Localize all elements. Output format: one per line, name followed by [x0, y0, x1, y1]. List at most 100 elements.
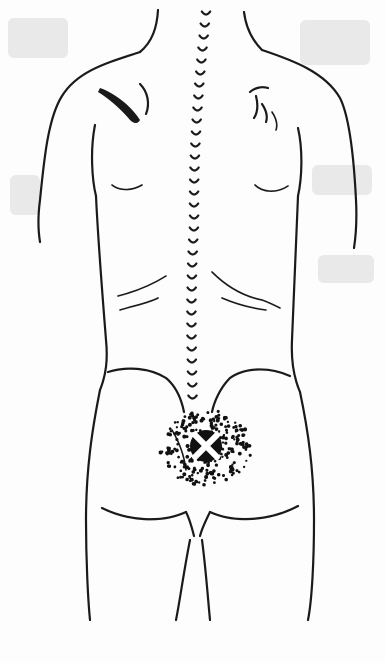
pain-dot — [173, 432, 176, 435]
scapula-details — [98, 84, 277, 130]
gluteal-lines — [102, 369, 298, 620]
pain-dot — [238, 452, 242, 456]
spine-marker — [195, 84, 203, 87]
pain-dot — [186, 435, 189, 438]
pain-dot — [245, 460, 247, 462]
pain-dot — [216, 419, 220, 423]
pain-dot — [239, 442, 243, 446]
pain-dot — [174, 421, 177, 424]
pain-dot — [177, 476, 180, 479]
pain-dot — [191, 470, 195, 474]
pain-dot — [214, 424, 217, 427]
spine-marker — [188, 372, 196, 375]
spine-marker — [189, 252, 197, 255]
pain-dot — [248, 444, 252, 448]
pain-dot — [224, 453, 228, 457]
spine-marker — [191, 156, 199, 159]
pain-dot — [231, 463, 233, 465]
pain-dot — [180, 425, 183, 428]
pain-dot — [196, 413, 199, 416]
spine-marker — [187, 300, 195, 303]
spine-marker — [188, 396, 196, 399]
pain-dot — [221, 456, 223, 458]
spine-marker — [190, 180, 198, 183]
spine-marker — [193, 108, 201, 111]
pain-dot — [227, 421, 229, 423]
pain-dot — [177, 456, 180, 459]
pain-dot — [220, 423, 223, 426]
pain-dot — [193, 482, 196, 485]
spine-marker — [200, 36, 208, 39]
pain-dot — [233, 461, 236, 464]
pain-dot — [224, 416, 228, 420]
spine-marker — [187, 324, 195, 327]
spine-marker — [202, 12, 210, 15]
pain-dot — [213, 420, 215, 422]
pain-dot — [201, 467, 204, 470]
pain-dot — [166, 446, 169, 449]
pain-dot — [189, 413, 191, 415]
spine-marker — [196, 72, 204, 75]
pain-dot — [235, 436, 238, 439]
pain-dot — [181, 476, 184, 479]
pain-dot — [243, 466, 245, 468]
pain-dot — [204, 479, 207, 482]
pain-dot — [225, 429, 228, 432]
pain-dot — [229, 470, 233, 474]
pain-dot — [211, 426, 215, 430]
spine-marker — [190, 204, 198, 207]
pain-dot — [182, 472, 186, 476]
pain-dot — [191, 474, 194, 477]
spine-marker — [187, 312, 195, 315]
pain-dot — [205, 472, 209, 476]
pain-dot — [179, 469, 182, 472]
pain-dot — [185, 455, 189, 459]
pain-dot — [217, 473, 220, 476]
pain-dot — [249, 454, 252, 457]
pain-dot — [235, 428, 239, 432]
pain-dot — [185, 465, 189, 469]
spine-marker — [201, 24, 209, 27]
pain-dot — [192, 429, 195, 432]
spine-marker — [189, 240, 197, 243]
pain-dot — [198, 481, 200, 483]
pain-dot — [184, 427, 187, 430]
pain-dot — [210, 473, 213, 476]
pain-dot — [226, 431, 229, 434]
pain-dot — [222, 441, 224, 443]
pain-dot — [167, 461, 170, 464]
pain-dot — [227, 424, 230, 427]
spine-marker — [188, 276, 196, 279]
pain-dot — [202, 483, 206, 487]
pain-dot — [238, 424, 242, 428]
pain-dot — [212, 469, 216, 473]
pain-dot — [159, 451, 163, 455]
pain-dot — [224, 425, 227, 428]
spine-marker — [194, 96, 202, 99]
pain-dot — [224, 437, 228, 441]
pain-dot — [231, 435, 234, 438]
pain-dot — [234, 425, 237, 428]
pain-dot — [182, 419, 186, 423]
pain-dot — [212, 476, 215, 479]
pain-dot — [195, 429, 197, 431]
pain-dot — [234, 422, 236, 424]
pain-dot — [193, 467, 196, 470]
pain-dot — [188, 423, 192, 427]
pain-dot — [206, 411, 209, 414]
pain-dot — [230, 448, 233, 451]
pain-dot — [236, 440, 239, 443]
pain-dot — [184, 415, 187, 418]
pain-dot — [191, 460, 194, 463]
pain-dot — [217, 414, 220, 417]
background-bleed — [8, 18, 374, 283]
spine-marker — [188, 288, 196, 291]
pain-dot — [240, 428, 244, 432]
pain-dot — [176, 443, 179, 446]
pain-dot — [190, 478, 194, 482]
pain-dot — [238, 471, 241, 474]
pain-dot — [186, 444, 190, 448]
pain-dot — [241, 433, 245, 437]
spine-marker — [192, 132, 200, 135]
